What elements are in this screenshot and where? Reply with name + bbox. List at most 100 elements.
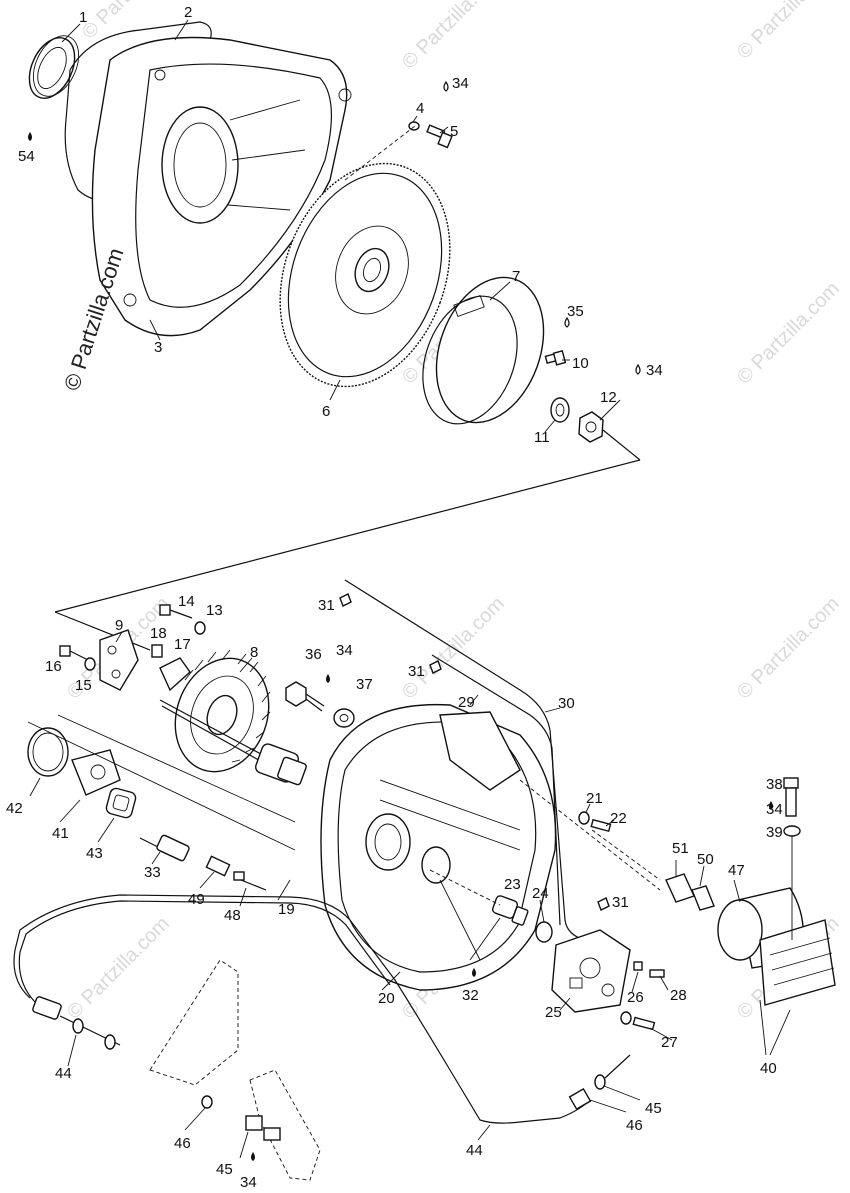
part-48-pin bbox=[233, 871, 267, 891]
watermark: © Partzilla.com bbox=[733, 278, 844, 389]
callout-54: 54 bbox=[18, 148, 35, 165]
callout-34: 34 bbox=[240, 1174, 257, 1191]
callout-37: 37 bbox=[356, 676, 373, 693]
part-41-grommet bbox=[71, 749, 121, 796]
callout-51: 51 bbox=[672, 840, 689, 857]
watermark-dark: © Partzilla.com bbox=[59, 245, 129, 394]
callout-46: 46 bbox=[626, 1117, 643, 1134]
callout-21: 21 bbox=[586, 790, 603, 807]
part-49-terminal bbox=[205, 855, 231, 877]
oil-drop-icon bbox=[769, 801, 773, 810]
callout-46: 46 bbox=[174, 1135, 191, 1152]
callout-15: 15 bbox=[75, 677, 92, 694]
watermark: © Partzilla.com bbox=[733, 593, 844, 704]
part-36-bolt bbox=[285, 681, 325, 712]
callout-40: 40 bbox=[760, 1060, 777, 1077]
callout-23: 23 bbox=[504, 876, 521, 893]
watermark: © Partzilla.com bbox=[398, 0, 509, 74]
callout-31: 31 bbox=[612, 894, 629, 911]
callout-47: 47 bbox=[728, 862, 745, 879]
callout-9: 9 bbox=[115, 617, 123, 634]
callout-42: 42 bbox=[6, 800, 23, 817]
part-7-rotor bbox=[422, 276, 545, 425]
lower-guide-lines bbox=[27, 714, 793, 940]
callout-28: 28 bbox=[670, 987, 687, 1004]
callout-34: 34 bbox=[766, 801, 783, 818]
part-12-nut bbox=[578, 411, 604, 443]
oil-drop-icon bbox=[635, 363, 641, 375]
callout-39: 39 bbox=[766, 824, 783, 841]
callout-5: 5 bbox=[450, 123, 458, 140]
oil-drop-icons-lower bbox=[251, 674, 773, 1161]
callout-30: 30 bbox=[558, 695, 575, 712]
part-6-flywheel bbox=[279, 162, 451, 388]
part-17-plate bbox=[159, 657, 191, 692]
callout-10: 10 bbox=[572, 355, 589, 372]
part-8-stator bbox=[174, 649, 271, 773]
callout-labels: 1 2 54 34 4 5 3 6 7 35 10 34 12 11 31 14… bbox=[6, 4, 783, 1191]
callout-20: 20 bbox=[378, 990, 395, 1007]
watermark: © Partzilla.com bbox=[63, 913, 174, 1024]
callout-25: 25 bbox=[545, 1004, 562, 1021]
oil-drop-icons bbox=[28, 80, 641, 375]
part-1-seal bbox=[28, 35, 80, 99]
callout-34: 34 bbox=[646, 362, 663, 379]
part-37-washer bbox=[333, 708, 355, 728]
watermark: © Partzilla.com bbox=[733, 0, 844, 64]
part-5-bolt bbox=[408, 121, 453, 149]
callout-13: 13 bbox=[206, 602, 223, 619]
callout-33: 33 bbox=[144, 864, 161, 881]
callout-14: 14 bbox=[178, 593, 195, 610]
oil-drop-icon bbox=[251, 1152, 255, 1161]
callout-19: 19 bbox=[278, 901, 295, 918]
callout-35: 35 bbox=[567, 303, 584, 320]
oil-drop-icon bbox=[443, 80, 449, 92]
oil-drop-icon bbox=[326, 674, 330, 683]
callout-48: 48 bbox=[224, 907, 241, 924]
part-10-bolt bbox=[544, 350, 567, 366]
part-3-housing bbox=[91, 36, 352, 337]
callout-34: 34 bbox=[336, 642, 353, 659]
callout-4: 4 bbox=[416, 100, 424, 117]
part-22-bolt bbox=[578, 811, 612, 833]
callout-7: 7 bbox=[512, 268, 520, 285]
small-hardware bbox=[59, 604, 206, 671]
callout-49: 49 bbox=[188, 891, 205, 908]
callout-38: 38 bbox=[766, 776, 783, 793]
part-50-51-brackets bbox=[665, 873, 715, 911]
oil-drop-icon bbox=[28, 132, 32, 141]
callout-8: 8 bbox=[250, 644, 258, 661]
callout-6: 6 bbox=[322, 403, 330, 420]
callout-1: 1 bbox=[79, 9, 87, 26]
part-43-seal bbox=[105, 787, 137, 819]
callout-18: 18 bbox=[150, 625, 167, 642]
callout-50: 50 bbox=[697, 851, 714, 868]
callout-2: 2 bbox=[184, 4, 192, 21]
upper-leader-lines bbox=[54, 19, 641, 651]
callout-45: 45 bbox=[645, 1100, 662, 1117]
part-39-washer bbox=[783, 825, 801, 837]
callout-31: 31 bbox=[318, 597, 335, 614]
part-33-connector bbox=[139, 834, 190, 862]
callout-36: 36 bbox=[305, 646, 322, 663]
callout-29: 29 bbox=[458, 694, 475, 711]
pump-hardware bbox=[620, 961, 665, 1031]
callout-32: 32 bbox=[462, 987, 479, 1004]
part-25-pump bbox=[551, 929, 631, 1013]
callout-41: 41 bbox=[52, 825, 69, 842]
part-44-cable bbox=[13, 894, 631, 1124]
part-31-clips bbox=[339, 593, 610, 911]
oil-drop-icon bbox=[564, 316, 570, 328]
part-42-oring bbox=[27, 727, 69, 777]
callout-34: 34 bbox=[452, 75, 469, 92]
part-20-cover bbox=[320, 703, 557, 991]
part-24-oring bbox=[535, 921, 553, 943]
throttle-lever-outline bbox=[149, 959, 321, 1181]
watermark: © Partzilla.com bbox=[78, 0, 189, 44]
part-40-mount bbox=[759, 919, 836, 1006]
part-23-fitting bbox=[492, 895, 529, 926]
callout-43: 43 bbox=[86, 845, 103, 862]
part-19-harness bbox=[159, 699, 307, 786]
callout-11: 11 bbox=[534, 429, 550, 446]
